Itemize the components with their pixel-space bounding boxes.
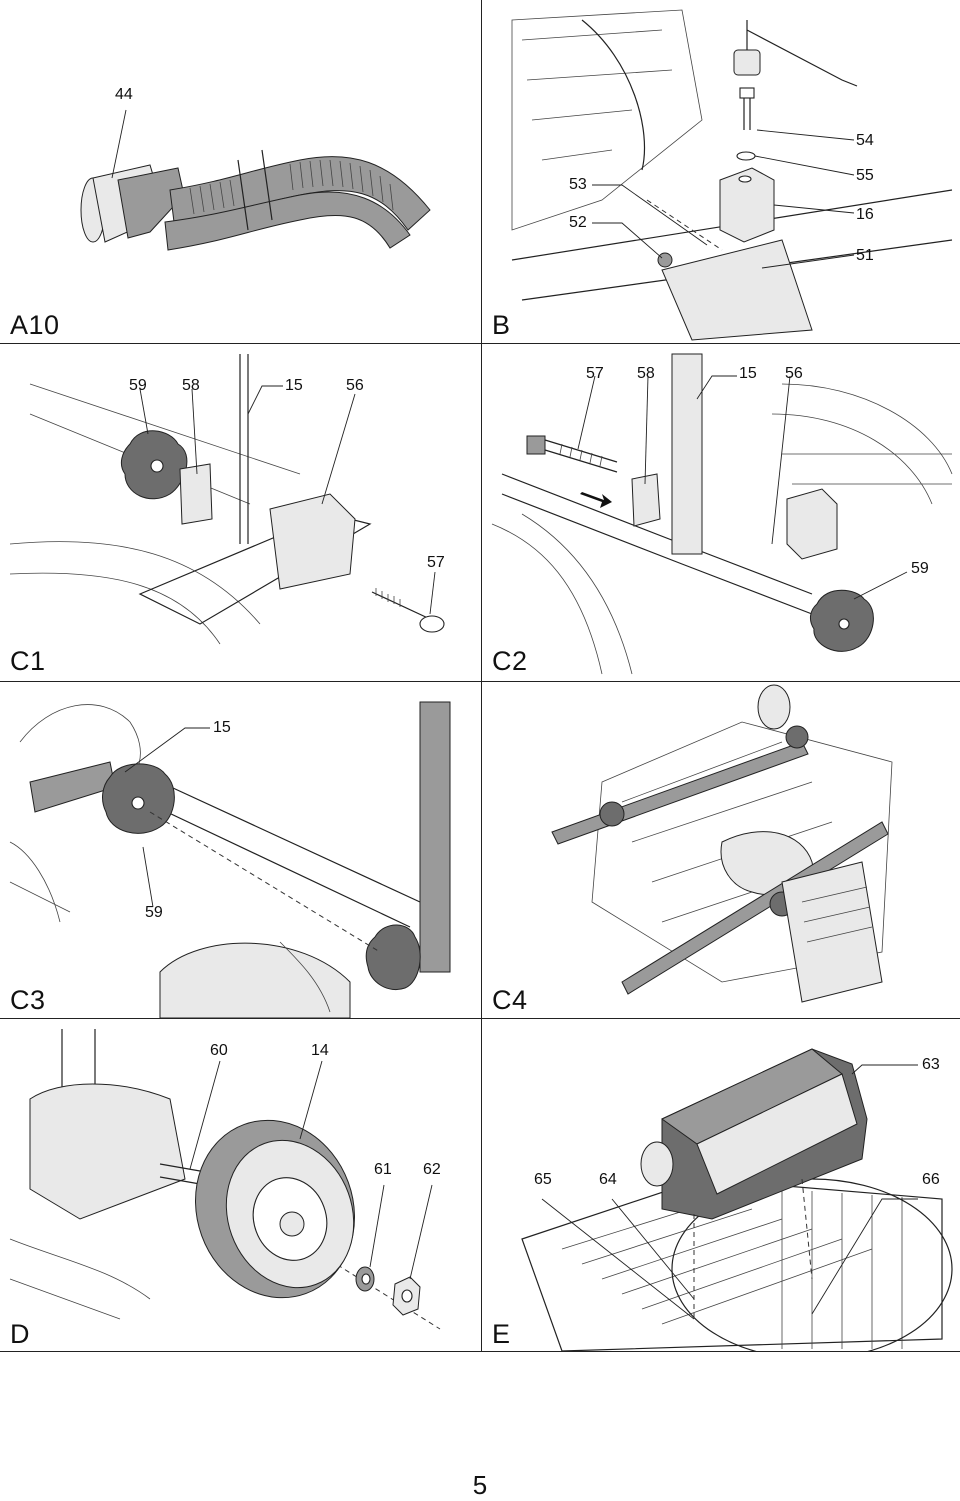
figure-label: C2	[492, 646, 528, 676]
callout-59: 59	[129, 377, 147, 394]
figure-panel-a10: 44 A10	[0, 0, 480, 343]
grid-divider-row2	[0, 681, 960, 682]
callout-59: 59	[911, 560, 929, 577]
hose-illustration	[80, 109, 431, 251]
callout-56: 56	[346, 377, 364, 394]
page-number: 5	[472, 1470, 488, 1500]
figure-label: D	[10, 1319, 30, 1349]
grid-vertical-divider	[481, 0, 482, 1352]
callout-65: 65	[534, 1171, 552, 1188]
knob-tube-illustration	[9, 701, 451, 1018]
callout-63: 63	[922, 1056, 940, 1073]
callout-15: 15	[285, 377, 303, 394]
callout-66: 66	[922, 1171, 940, 1188]
figure-panel-e: 63 65 64 66 E	[482, 1019, 960, 1351]
callout-14: 14	[311, 1042, 329, 1059]
callout-54: 54	[856, 132, 874, 149]
callout-57: 57	[427, 554, 445, 571]
dust-hood-illustration	[521, 1048, 953, 1351]
figure-label: A10	[10, 310, 60, 340]
grid-divider-row4	[0, 1351, 960, 1352]
callout-53: 53	[569, 176, 587, 193]
assembled-frame-illustration	[551, 684, 893, 1003]
callout-55: 55	[856, 167, 874, 184]
callout-44: 44	[115, 86, 133, 103]
figure-label: B	[492, 310, 511, 340]
wheel-assembly-illustration	[9, 1029, 441, 1330]
figure-label: C3	[10, 985, 46, 1015]
figure-panel-d: 60 14 61 62 D	[0, 1019, 480, 1351]
figure-label: C1	[10, 646, 46, 676]
riving-knife-illustration	[511, 9, 953, 341]
callout-56: 56	[785, 365, 803, 382]
figure-panel-b: 54 55 53 16 52 51 B	[482, 0, 960, 343]
callout-57: 57	[586, 365, 604, 382]
figure-panel-c4: C4	[482, 682, 960, 1018]
callout-58: 58	[637, 365, 655, 382]
callout-15: 15	[739, 365, 757, 382]
figure-panel-c2: 57 58 15 56 59 C2	[482, 344, 960, 681]
callout-15: 15	[213, 719, 231, 736]
grid-divider-row3	[0, 1018, 960, 1019]
figure-panel-c3: 15 59 C3	[0, 682, 480, 1018]
callout-58: 58	[182, 377, 200, 394]
grid-divider-row1	[0, 343, 960, 344]
callout-64: 64	[599, 1171, 617, 1188]
callout-51: 51	[856, 247, 874, 264]
callout-62: 62	[423, 1161, 441, 1178]
figure-label: E	[492, 1319, 511, 1349]
figure-label: C4	[492, 985, 528, 1015]
frame-assembly-illustration	[9, 354, 445, 645]
callout-52: 52	[569, 214, 587, 231]
callout-59: 59	[145, 904, 163, 921]
callout-16: 16	[856, 206, 874, 223]
frame-assembly-closeup-illustration	[491, 353, 953, 675]
callout-60: 60	[210, 1042, 228, 1059]
callout-61: 61	[374, 1161, 392, 1178]
figure-panel-c1: 59 58 15 56 57 C1	[0, 344, 480, 681]
